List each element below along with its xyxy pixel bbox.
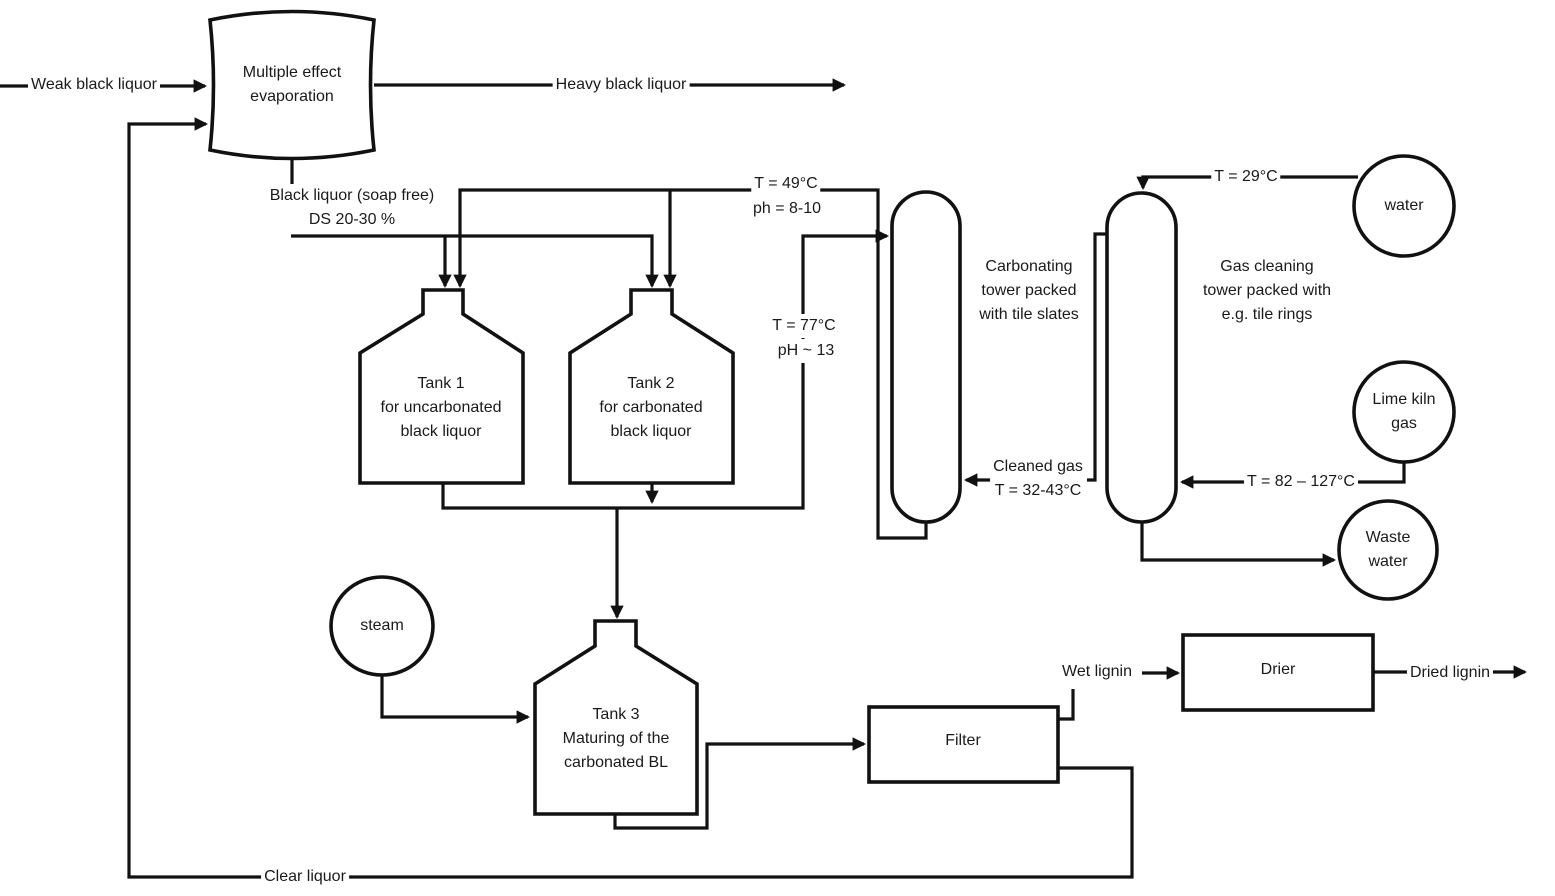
waste-water-label: Waste water — [1365, 529, 1411, 570]
filter-shape — [867, 705, 1060, 784]
tank2-shape — [568, 288, 735, 485]
evaporator-label: Multiple effect evaporation — [242, 64, 342, 105]
line-water-to-gas-tower — [1136, 175, 1358, 191]
water-label: water — [1384, 197, 1424, 214]
drier-label: Drier — [1260, 661, 1296, 678]
drier-shape — [1181, 633, 1375, 712]
line-clear-liquor-recycle — [127, 117, 1134, 879]
steam-label: steam — [360, 617, 404, 634]
carbonating-tower-shape — [890, 190, 962, 524]
clear-liquor-label: Clear liquor — [261, 865, 349, 889]
line-steam-to-tank3 — [380, 674, 531, 724]
carbonated-return-temp-label: T = 49°C — [751, 172, 821, 196]
line-tank3-to-filter — [613, 737, 867, 830]
lime-kiln-gas-label: Lime kiln gas — [1372, 391, 1436, 432]
carbonated-return-ph-label: ph = 8-10 — [752, 200, 822, 217]
tank1-label: Tank 1 for uncarbonated black liquor — [380, 375, 502, 440]
tank3-label: Tank 3 Maturing of the carbonated BL — [562, 706, 670, 771]
wet-lignin-label: Wet lignin — [1059, 660, 1135, 684]
filter-label: Filter — [945, 732, 981, 749]
line-carbonated-return-tank1 — [453, 188, 928, 540]
line-tank-feed-to-tower — [441, 229, 890, 510]
tank2-label: Tank 2 for carbonated black liquor — [599, 375, 703, 440]
gas-cleaning-tower-shape — [1105, 191, 1178, 524]
stream-lines — [0, 78, 1528, 879]
line-filter-wet-lignin-stub — [1058, 689, 1075, 721]
steam-shape — [329, 575, 435, 677]
carbonating-tower-label: Carbonating tower packed with tile slate… — [979, 258, 1079, 323]
gas-cleaning-tower-label: Gas cleaning tower packed with e.g. tile… — [1202, 258, 1332, 323]
weak-black-liquor-label: Weak black liquor — [28, 73, 160, 97]
cleaned-gas-label: Cleaned gas T = 32-43°C — [990, 455, 1086, 503]
tank1-shape — [358, 288, 525, 485]
line-black-liquor-to-tank2 — [291, 234, 659, 289]
tank3-shape — [533, 619, 699, 816]
line-waste-water — [1140, 518, 1337, 567]
heavy-black-liquor-label: Heavy black liquor — [552, 73, 690, 97]
evaporator-shape — [208, 9, 376, 161]
lime-kiln-gas-temp-label: T = 82 – 127°C — [1244, 470, 1358, 494]
lime-kiln-gas-shape — [1352, 360, 1456, 464]
tank-feed-ph-label: pH ~ 13 — [774, 339, 838, 363]
water-shape — [1352, 154, 1456, 258]
line-cleaned-gas-a — [1087, 232, 1109, 482]
waste-water-shape — [1337, 499, 1439, 601]
tank-feed-temp-label: T = 77°C — [769, 314, 839, 338]
black-liquor-soap-free-label: Black liquor (soap free) DS 20-30 % — [269, 187, 435, 228]
equipment-shapes — [208, 9, 1456, 816]
water-temp-label: T = 29°C — [1211, 165, 1281, 189]
dried-lignin-label: Dried lignin — [1406, 661, 1494, 685]
